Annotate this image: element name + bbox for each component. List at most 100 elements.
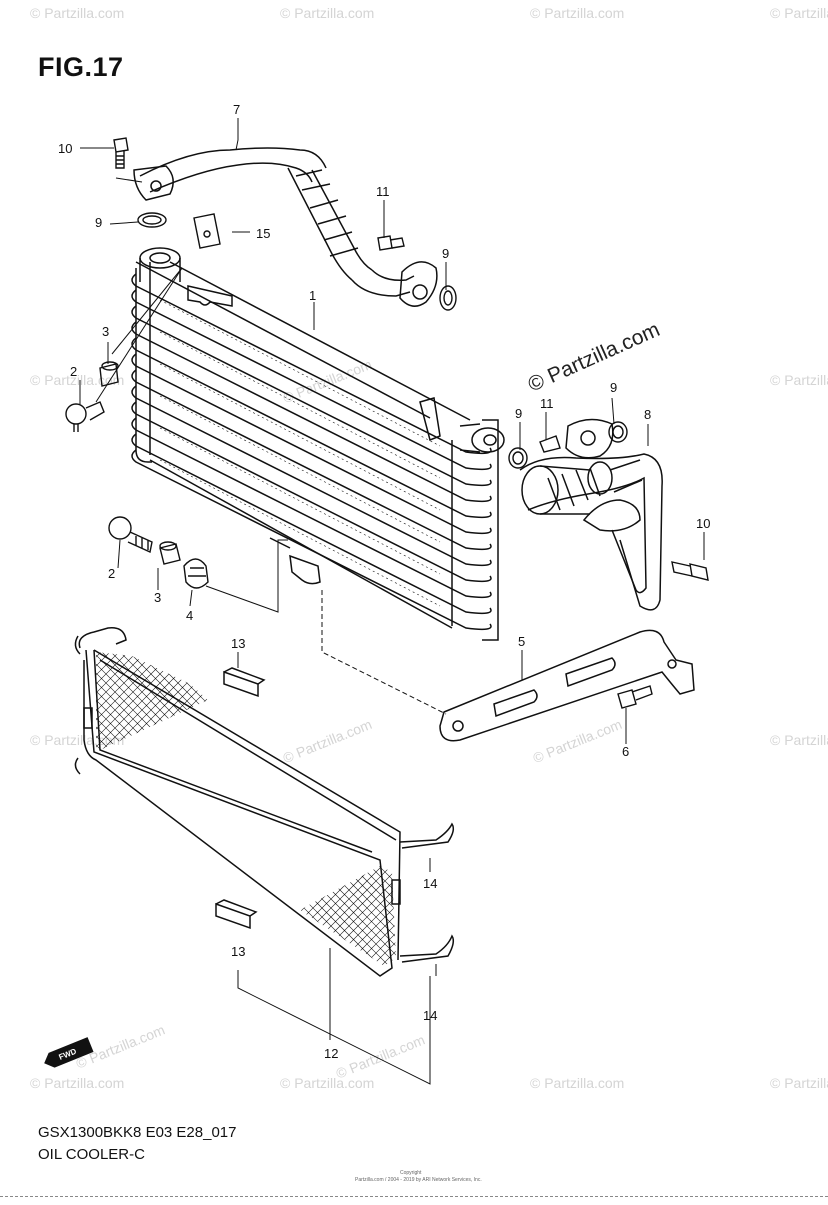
copyright-line-1: Copyright	[400, 1170, 422, 1176]
mesh-line	[96, 652, 208, 752]
mesh-line	[300, 866, 316, 966]
cooler-fin	[131, 353, 492, 535]
mesh-line	[743, 600, 828, 1000]
mesh-line	[96, 652, 208, 752]
mesh-line	[96, 652, 208, 752]
mesh-line	[788, 600, 828, 1000]
mesh-line	[96, 652, 208, 752]
mesh-line	[0, 600, 90, 1000]
mesh-line	[96, 652, 118, 752]
mesh-line	[0, 600, 9, 1000]
mesh-line	[0, 600, 81, 1000]
mesh-line	[680, 600, 828, 1000]
mesh-line	[0, 600, 81, 1000]
mesh-line	[300, 866, 396, 966]
mesh-line	[581, 600, 828, 1000]
mesh-line	[761, 600, 828, 1000]
mesh-line	[671, 600, 828, 1000]
mesh-line	[0, 600, 63, 1000]
mesh-line	[300, 866, 396, 966]
mesh-line	[0, 600, 153, 1000]
mesh-line	[202, 652, 208, 752]
mesh-line	[743, 600, 828, 1000]
mesh-line	[0, 600, 207, 1000]
mesh-line	[0, 600, 9, 1000]
mesh-line	[300, 866, 379, 966]
oil-cooler-bracket	[439, 629, 695, 742]
mesh-line	[0, 600, 81, 1000]
mesh-line	[428, 600, 828, 1000]
mesh-line	[96, 652, 208, 752]
mesh-line	[96, 652, 208, 752]
cooler-fin	[131, 289, 492, 471]
mesh-line	[446, 600, 828, 1000]
mesh-line	[96, 652, 181, 752]
mesh-line	[626, 600, 828, 1000]
mesh-line	[96, 652, 208, 752]
watermark: © Partzilla.com	[30, 732, 124, 748]
mesh-line	[96, 652, 109, 752]
mesh-line	[96, 652, 208, 752]
callout-5: 5	[518, 634, 525, 649]
mesh-line	[355, 866, 396, 966]
mesh-line	[96, 652, 208, 752]
mesh-line	[96, 652, 208, 752]
mesh-line	[491, 600, 828, 1000]
mesh-line	[779, 600, 828, 1000]
mesh-line	[0, 600, 216, 1000]
mesh-line	[284, 600, 684, 1000]
mesh-line	[96, 652, 208, 752]
mesh-line	[689, 600, 828, 1000]
mesh-line	[572, 600, 828, 1000]
mesh-line	[184, 652, 208, 752]
cooler-fins	[131, 273, 492, 631]
mesh-line	[401, 600, 801, 1000]
mesh-line	[391, 866, 396, 966]
mesh-line	[96, 652, 208, 752]
guard-mesh-upper	[0, 600, 828, 1000]
mesh-line	[608, 600, 828, 1000]
mesh-line	[300, 866, 325, 966]
mesh-line	[500, 600, 828, 1000]
cooler-fin	[131, 321, 492, 503]
mesh-line	[300, 866, 396, 966]
callout-numbers: 10 7 11 9 15 9 1 3 2 9 11 9 8 10 2 3 4 1…	[58, 102, 710, 1061]
mesh-line	[300, 866, 352, 966]
mesh-line	[96, 652, 154, 752]
cushion-parts	[215, 667, 266, 930]
mesh-line	[0, 600, 225, 1000]
mesh-line	[770, 600, 828, 1000]
mesh-line	[365, 600, 765, 1000]
mesh-line	[96, 652, 208, 752]
cooler-fin	[131, 433, 492, 615]
mesh-line	[725, 600, 828, 1000]
mesh-line	[96, 652, 208, 752]
mesh-line	[300, 866, 396, 966]
mesh-line	[347, 600, 747, 1000]
callout-7: 7	[233, 102, 240, 117]
mesh-line	[617, 600, 828, 1000]
mesh-line	[300, 866, 396, 966]
mesh-line	[96, 652, 208, 752]
mesh-line	[300, 866, 396, 966]
mesh-line	[300, 866, 396, 966]
mesh-line	[346, 866, 396, 966]
cooler-fin	[131, 449, 492, 631]
mesh-line	[300, 866, 370, 966]
mesh-line	[0, 600, 72, 1000]
mesh-line	[437, 600, 828, 1000]
mesh-line	[374, 600, 774, 1000]
mesh-line	[184, 652, 208, 752]
mesh-line	[96, 652, 208, 752]
mesh-line	[770, 600, 828, 1000]
mesh-line	[410, 600, 810, 1000]
mesh-line	[707, 600, 828, 1000]
callout-11: 11	[376, 184, 390, 199]
mesh-line	[300, 866, 396, 966]
mesh-line	[0, 600, 63, 1000]
mesh-line	[590, 600, 828, 1000]
mesh-line	[788, 600, 828, 1000]
page-bottom-border	[0, 1196, 828, 1197]
mesh-line	[0, 600, 171, 1000]
